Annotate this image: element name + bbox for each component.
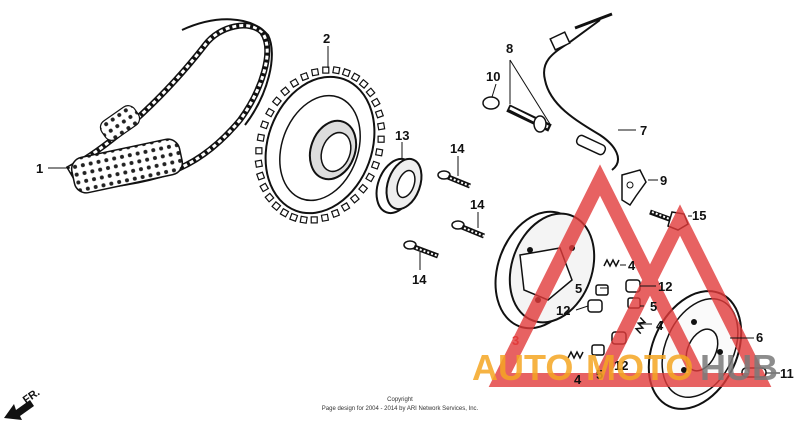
sprocket-tooth <box>310 68 320 77</box>
callout-labels: 1 2 3 4 4 4 5 5 5 6 7 8 9 10 11 12 12 12… <box>36 31 794 387</box>
callout-9: 9 <box>660 173 667 188</box>
sprocket-tooth <box>365 172 375 183</box>
callout-12-left: 12 <box>556 303 570 318</box>
clutch-housing <box>494 210 596 330</box>
sprocket-tooth <box>299 215 308 224</box>
sprocket-tooth <box>374 109 385 119</box>
sprocket-tooth <box>349 193 360 204</box>
sprocket-tooth <box>340 202 351 212</box>
arrow-icon <box>4 400 34 420</box>
front-direction-arrow: FR. <box>4 386 42 420</box>
copyright-notice: Copyright Page design for 2004 - 2014 by… <box>322 397 479 412</box>
sprocket-tooth <box>289 212 299 222</box>
callout-1: 1 <box>36 161 43 176</box>
callout-6: 6 <box>756 330 763 345</box>
sprocket-tooth <box>350 72 361 83</box>
direction-label: FR. <box>21 386 42 406</box>
callout-11: 11 <box>780 366 794 381</box>
watermark-wordmark: AUTO MOTO HUB <box>472 347 778 388</box>
callout-14-middle: 14 <box>470 197 485 212</box>
sprocket-tooth <box>358 183 369 194</box>
sprocket-tooth <box>375 148 384 157</box>
sprocket-tooth <box>255 171 266 181</box>
sprocket-tooth <box>322 66 330 74</box>
sprocket-tooth <box>254 159 263 168</box>
watermark-auto: AUTO <box>472 347 573 388</box>
callout-4-lower: 4 <box>574 372 582 387</box>
driven-sprocket <box>254 66 386 224</box>
callout-5-upper: 5 <box>575 281 582 296</box>
cam-shaft <box>482 96 552 133</box>
callout-13: 13 <box>395 128 409 143</box>
sprocket-tooth <box>271 96 282 107</box>
leader-lines <box>48 46 780 374</box>
roller-12-left <box>587 299 603 313</box>
callout-15: 15 <box>692 208 706 223</box>
spring-4-middle <box>634 317 647 335</box>
bolt-14-lower <box>403 240 439 259</box>
sprocket-tooth <box>256 133 265 142</box>
spring-4-lower <box>567 350 584 360</box>
oil-seal <box>375 157 423 215</box>
sprocket-tooth <box>259 182 270 193</box>
sprocket-tooth <box>330 208 341 219</box>
sprocket-tooth <box>370 97 381 108</box>
sprocket-tooth <box>377 135 385 143</box>
sprocket-tooth <box>299 71 310 82</box>
callout-14-upper: 14 <box>450 141 465 156</box>
sprocket-hub <box>308 119 358 181</box>
copyright-line-1: Copyright <box>387 397 413 403</box>
callout-7: 7 <box>640 123 647 138</box>
sprocket-tooth <box>259 120 270 130</box>
sprocket-tooth <box>280 86 291 97</box>
sprocket-tooth <box>310 216 318 224</box>
callout-14-lower: 14 <box>412 272 427 287</box>
watermark-hub: HUB <box>700 347 778 388</box>
copyright-line-2: Page design for 2004 - 2014 by ARI Netwo… <box>322 406 479 412</box>
callout-12-right: 12 <box>658 279 672 294</box>
spring-cap-5-lower <box>591 344 605 356</box>
sprocket-tooth <box>265 107 275 118</box>
cable-bracket <box>621 169 647 207</box>
sprocket-tooth <box>341 68 351 78</box>
sprocket-tooth <box>264 192 275 203</box>
sprocket-tooth <box>377 122 386 131</box>
watermark-logo <box>488 164 772 387</box>
sprocket-tooth <box>279 207 290 218</box>
sprocket-tooth <box>365 87 376 98</box>
release-cable <box>543 12 619 171</box>
callout-12-lower: 12 <box>614 358 628 373</box>
sprocket-tooth <box>358 78 369 89</box>
sprocket-tooth <box>255 147 263 155</box>
chain-links <box>70 105 184 194</box>
sprocket-tooth <box>289 78 300 88</box>
sprocket-tooth <box>370 160 381 170</box>
callout-5-middle: 5 <box>650 299 657 314</box>
sprocket-tooth <box>332 66 341 75</box>
callout-2: 2 <box>323 31 330 46</box>
callout-5-lower: 5 <box>596 367 603 382</box>
bolt-14-middle <box>451 220 485 239</box>
callout-3: 3 <box>512 333 519 348</box>
watermark-moto: MOTO <box>586 347 693 388</box>
sprocket-tooth <box>320 213 330 222</box>
spring-cap-5-upper <box>595 284 609 296</box>
sprocket-tooth <box>271 201 282 212</box>
callout-10: 10 <box>486 69 500 84</box>
bolt-14-upper <box>437 170 471 189</box>
callout-4-upper: 4 <box>628 258 636 273</box>
callout-8: 8 <box>506 41 513 56</box>
drive-chain <box>65 18 273 194</box>
callout-4-middle: 4 <box>656 318 664 333</box>
spring-4-upper <box>603 258 620 268</box>
